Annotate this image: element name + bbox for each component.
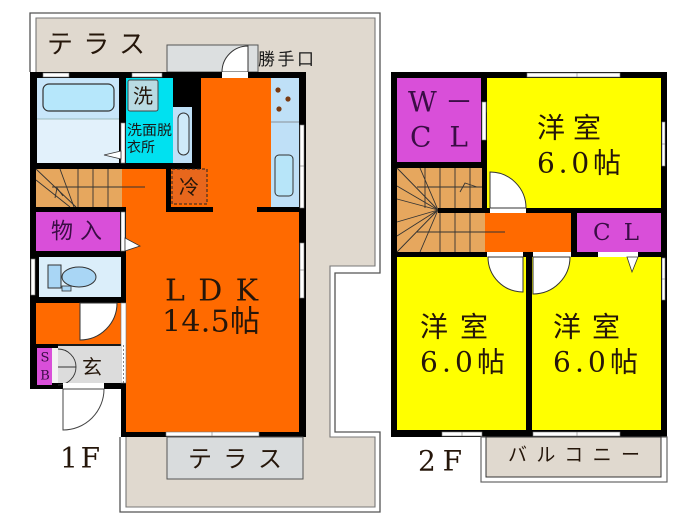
hallway-1f bbox=[36, 302, 127, 384]
shoe-box-label-s: S bbox=[41, 351, 50, 366]
closet-door bbox=[598, 252, 638, 257]
floor-1-label: 1F bbox=[60, 442, 100, 475]
toilet-icon bbox=[47, 264, 97, 292]
shoe-box-label-b: B bbox=[40, 369, 50, 384]
washing-machine-label: 洗 bbox=[133, 84, 153, 108]
entrance-opening bbox=[63, 383, 104, 389]
washroom-label-line2: 衣所 bbox=[127, 140, 155, 156]
washing-machine-icon bbox=[127, 79, 159, 112]
room-closet bbox=[577, 213, 661, 252]
storage-door bbox=[120, 211, 126, 252]
toilet-door-swing-icon bbox=[79, 302, 118, 341]
back-door-opening bbox=[222, 72, 248, 78]
door-sill bbox=[533, 252, 571, 257]
floor-2: W－ CL 洋室 6.0帖 bbox=[391, 72, 668, 483]
room-washroom bbox=[126, 78, 192, 163]
window bbox=[165, 431, 260, 437]
terrace-inner-line bbox=[35, 17, 376, 508]
back-door-label: 勝手口 bbox=[258, 50, 314, 70]
terrace-bottom-label: テラス bbox=[188, 445, 282, 473]
door-sill bbox=[490, 208, 526, 213]
terrace-bottom bbox=[166, 436, 304, 480]
walk-in-closet-door bbox=[481, 101, 487, 141]
door-arrow-icon bbox=[124, 237, 142, 252]
fridge-space bbox=[171, 168, 208, 205]
bedroom-north-door-swing-icon bbox=[489, 171, 527, 209]
door-swing-icon bbox=[221, 45, 249, 73]
window bbox=[526, 72, 621, 78]
kitchen-sink-icon bbox=[274, 154, 294, 197]
stove-icon bbox=[275, 87, 291, 112]
window bbox=[30, 258, 36, 296]
bedroom-southeast-door-swing-icon bbox=[532, 256, 571, 295]
room-entrance bbox=[57, 344, 121, 431]
stair-arrow-icon bbox=[54, 186, 64, 199]
bedroom-north-size: 6.0帖 bbox=[537, 147, 621, 180]
fridge-label: 冷 bbox=[179, 175, 199, 199]
hallway-2f bbox=[485, 213, 571, 252]
floor-2-label: 2F bbox=[418, 445, 462, 478]
stairs-1f bbox=[35, 168, 145, 208]
window bbox=[131, 72, 163, 78]
bathtub-icon bbox=[42, 83, 115, 112]
entrance-door-swing-icon bbox=[62, 388, 105, 431]
kitchen-counter bbox=[271, 78, 299, 207]
bedroom-southwest-size: 6.0帖 bbox=[420, 346, 505, 379]
ldk-name: LDK bbox=[165, 274, 259, 309]
door-sill bbox=[487, 252, 523, 257]
terrace-top-label: テラス bbox=[47, 30, 145, 60]
washroom-label-line1: 洗面脱 bbox=[127, 123, 172, 139]
balcony-label: バルコニー bbox=[508, 444, 640, 466]
entrance-label: 玄 bbox=[82, 355, 102, 379]
window bbox=[299, 242, 305, 299]
shoe-box-door-icon bbox=[57, 348, 77, 386]
floor-1: テラス 勝手口 洗 洗面脱 衣所 bbox=[29, 12, 381, 513]
bedroom-southwest-door-swing-icon bbox=[487, 256, 524, 293]
bedroom-southeast-size: 6.0帖 bbox=[553, 346, 638, 379]
room-walk-in-closet bbox=[397, 78, 505, 162]
door-arrow-icon bbox=[626, 256, 639, 274]
window bbox=[299, 124, 305, 209]
shoe-box bbox=[37, 348, 58, 385]
terrace-outer-line bbox=[29, 12, 381, 513]
room-ldk bbox=[122, 78, 299, 432]
ldk-size: 14.5帖 bbox=[162, 305, 260, 340]
room-storage bbox=[36, 211, 142, 252]
bathroom-door bbox=[120, 122, 126, 164]
window bbox=[532, 431, 621, 437]
room-toilet bbox=[30, 257, 121, 297]
stair-arrow-icon bbox=[459, 182, 478, 193]
balcony bbox=[480, 436, 668, 483]
room-bathroom bbox=[37, 78, 126, 164]
sink-icon bbox=[177, 112, 190, 156]
back-door bbox=[166, 44, 259, 73]
door-arrow-icon bbox=[103, 150, 122, 160]
window bbox=[42, 72, 70, 78]
